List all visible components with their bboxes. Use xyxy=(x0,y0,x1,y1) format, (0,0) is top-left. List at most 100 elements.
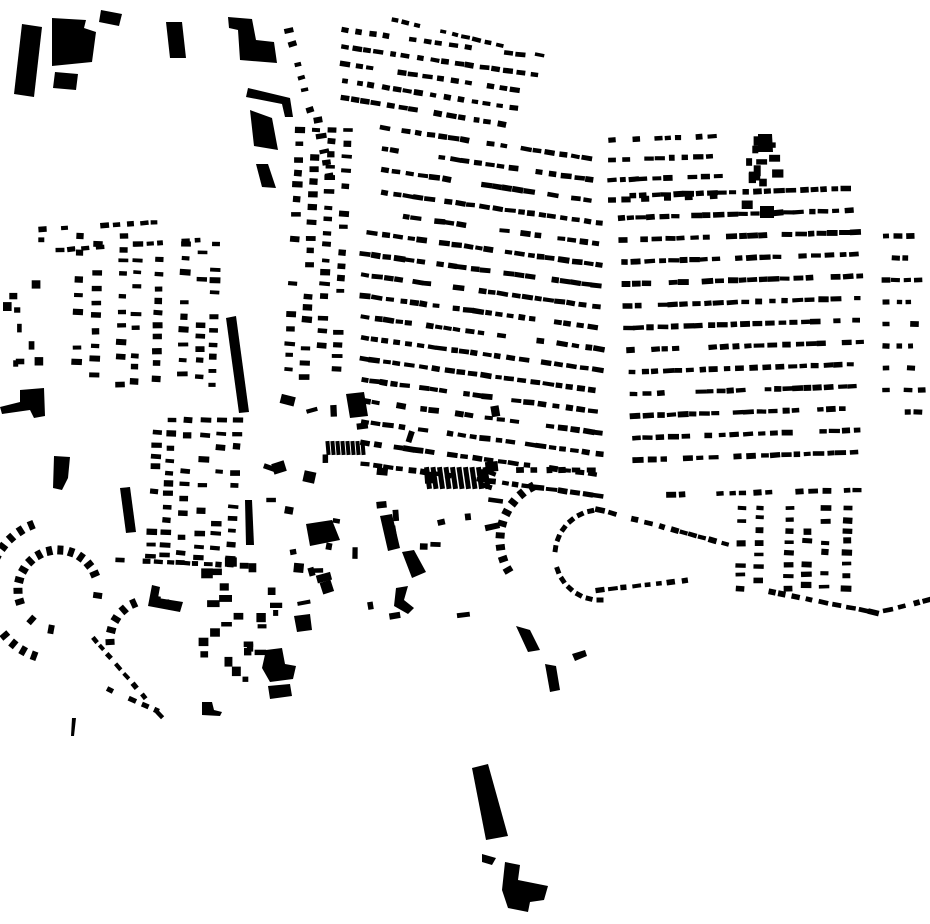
building xyxy=(305,106,315,114)
building xyxy=(382,422,394,429)
building xyxy=(838,384,848,389)
building xyxy=(758,276,768,283)
building xyxy=(209,545,220,551)
building xyxy=(587,386,596,394)
building xyxy=(800,186,809,193)
building xyxy=(631,280,641,287)
building xyxy=(471,99,479,105)
building xyxy=(117,309,126,315)
building xyxy=(594,506,606,514)
building xyxy=(66,246,76,253)
building xyxy=(443,93,452,101)
building xyxy=(408,467,417,474)
building xyxy=(574,175,586,181)
building xyxy=(321,241,332,247)
building xyxy=(551,276,560,284)
building xyxy=(692,301,701,307)
building xyxy=(576,385,586,392)
building xyxy=(209,328,218,333)
building xyxy=(148,585,183,612)
building xyxy=(716,388,726,394)
building xyxy=(327,127,337,133)
building xyxy=(91,285,102,292)
building xyxy=(437,133,448,140)
building xyxy=(781,297,788,304)
building xyxy=(438,239,451,247)
building xyxy=(208,382,216,387)
building xyxy=(404,320,413,326)
building xyxy=(839,252,847,258)
building xyxy=(311,568,324,573)
building xyxy=(485,162,495,168)
building xyxy=(559,151,568,158)
building xyxy=(882,321,890,327)
building xyxy=(433,109,443,118)
building xyxy=(658,523,666,531)
building xyxy=(843,505,853,511)
building xyxy=(356,422,369,430)
building xyxy=(621,196,631,203)
building xyxy=(679,529,689,536)
building xyxy=(718,432,726,438)
building xyxy=(15,358,25,365)
building xyxy=(516,377,527,384)
building xyxy=(842,517,853,524)
building xyxy=(115,338,127,346)
building xyxy=(735,365,744,372)
building xyxy=(481,393,493,400)
building xyxy=(215,561,222,568)
building xyxy=(130,353,139,359)
building xyxy=(574,590,584,599)
building xyxy=(666,491,677,498)
building xyxy=(882,233,890,239)
building xyxy=(325,164,335,169)
building xyxy=(608,197,616,203)
building xyxy=(149,488,159,495)
building xyxy=(175,550,186,556)
building xyxy=(323,189,335,194)
building xyxy=(45,545,54,556)
building xyxy=(207,600,220,608)
building xyxy=(285,352,293,357)
building xyxy=(702,234,710,240)
building xyxy=(576,510,585,519)
building xyxy=(385,296,395,302)
building xyxy=(431,365,441,373)
building xyxy=(699,411,710,416)
building xyxy=(292,181,303,188)
building xyxy=(293,562,305,573)
building xyxy=(320,268,331,276)
building xyxy=(479,64,490,71)
building xyxy=(545,486,558,492)
building xyxy=(728,277,739,284)
building xyxy=(26,614,37,626)
building xyxy=(903,277,911,283)
building xyxy=(484,415,493,421)
building xyxy=(300,87,309,93)
building xyxy=(418,385,430,392)
building xyxy=(810,362,819,369)
building xyxy=(650,368,659,375)
building xyxy=(95,244,105,250)
building xyxy=(652,176,662,181)
building xyxy=(621,281,631,287)
building xyxy=(535,442,547,450)
building xyxy=(310,154,320,161)
building xyxy=(732,343,740,350)
building xyxy=(233,612,244,620)
building xyxy=(484,522,501,532)
building xyxy=(566,516,576,525)
building xyxy=(570,153,580,160)
building xyxy=(219,595,232,602)
building xyxy=(53,72,78,90)
building xyxy=(393,191,402,198)
building xyxy=(152,333,162,340)
building xyxy=(638,192,647,199)
building xyxy=(772,169,784,178)
building xyxy=(152,429,163,435)
building xyxy=(778,320,787,325)
building xyxy=(89,569,100,579)
building xyxy=(155,256,164,263)
building xyxy=(420,405,428,413)
building xyxy=(852,487,862,493)
